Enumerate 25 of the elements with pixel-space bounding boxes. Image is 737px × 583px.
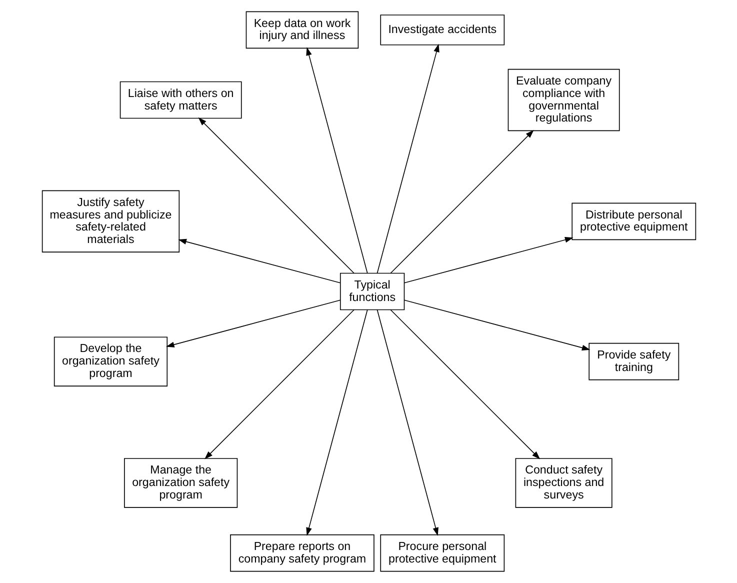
node-box: Distribute personal protective equipment bbox=[571, 202, 696, 240]
node-box: Manage the organization safety program bbox=[124, 458, 238, 508]
arrow bbox=[403, 236, 573, 284]
node-box: Prepare reports on company safety program bbox=[230, 534, 374, 572]
arrow bbox=[403, 300, 590, 351]
node-box: Keep data on work injury and illness bbox=[245, 11, 358, 49]
arrow bbox=[306, 309, 368, 536]
arrow bbox=[376, 309, 438, 536]
arrow bbox=[390, 309, 540, 460]
arrow bbox=[165, 300, 340, 348]
node-box: Provide safety training bbox=[588, 342, 679, 380]
node-box: Procure personal protective equipment bbox=[380, 534, 504, 572]
node-box: Conduct safety inspections and surveys bbox=[514, 458, 612, 508]
node-box: Evaluate company compliance with governmental regulations bbox=[507, 68, 620, 132]
arrow bbox=[376, 44, 439, 274]
node-box: Develop the organization safety program bbox=[53, 336, 168, 386]
arrow bbox=[306, 47, 368, 274]
node-box: Investigate accidents bbox=[380, 14, 504, 46]
node-box: Justify safety measures and publicize safety-related materials bbox=[41, 190, 180, 252]
arrow bbox=[204, 309, 354, 460]
node-box: Liaise with others on safety matters bbox=[119, 81, 242, 119]
arrow bbox=[198, 117, 354, 274]
arrow bbox=[390, 130, 534, 274]
arrow bbox=[178, 238, 340, 284]
node-box: Typical functions bbox=[339, 272, 404, 310]
